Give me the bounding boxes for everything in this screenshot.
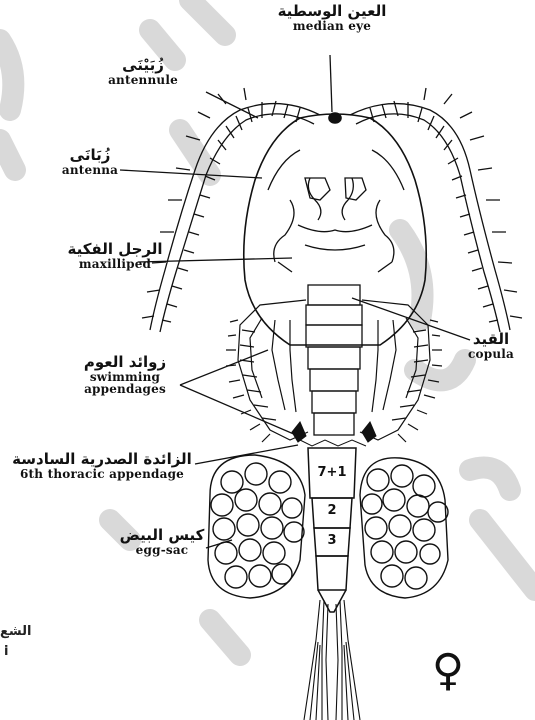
maxilliped-label-en: maxilliped [60, 258, 170, 271]
left-edge-text-2: i [4, 644, 8, 659]
median-eye-label-ar: العين الوسطية [272, 4, 392, 20]
median-eye-label: العين الوسطية median eye [272, 4, 392, 32]
swimming-label-en2: appendages [66, 383, 184, 396]
antennule-label-en: antennule [88, 74, 198, 87]
egg-sac-label: كيس البيض egg-sac [112, 528, 212, 556]
antenna-label-ar: زُبَانَى [40, 148, 140, 164]
maxilliped-label: الرجل الفكية maxilliped [60, 242, 170, 270]
copula-label: القيد copula [452, 332, 530, 360]
sixth-thoracic-appendage [292, 422, 376, 446]
antennule-label: زُبَيْنَى antennule [88, 58, 198, 86]
maxilliped-label-ar: الرجل الفكية [60, 242, 170, 258]
swimming-appendages-label: زوائد العوم swimming appendages [66, 355, 184, 396]
antenna-label-en: antenna [40, 164, 140, 177]
segment-label-1: 7+1 [308, 466, 356, 480]
median-eye-label-en: median eye [272, 20, 392, 33]
sixth-thoracic-label: الزائدة الصدرية السادسة 6th thoracic app… [4, 452, 200, 480]
egg-sac-label-ar: كيس البيض [112, 528, 212, 544]
thoracic-segments [306, 285, 362, 435]
caudal-setae [304, 600, 360, 720]
egg-sac-left [208, 455, 305, 598]
sixth-thoracic-label-en: 6th thoracic appendage [4, 468, 200, 481]
egg-sac-label-en: egg-sac [112, 544, 212, 557]
watermark [0, 0, 535, 655]
sixth-thoracic-label-ar: الزائدة الصدرية السادسة [4, 452, 200, 468]
left-edge-text-1: الشع [0, 624, 31, 639]
copula-label-en: copula [452, 348, 530, 361]
copula-label-ar: القيد [452, 332, 530, 348]
antenna-label: زُبَانَى antenna [40, 148, 140, 176]
female-symbol: ♀ [418, 648, 478, 694]
egg-sac-right [360, 458, 448, 598]
segment-label-3: 3 [314, 534, 350, 548]
antennule-label-ar: زُبَيْنَى [88, 58, 198, 74]
segment-label-2: 2 [312, 504, 352, 518]
swimming-label-ar: زوائد العوم [66, 355, 184, 371]
